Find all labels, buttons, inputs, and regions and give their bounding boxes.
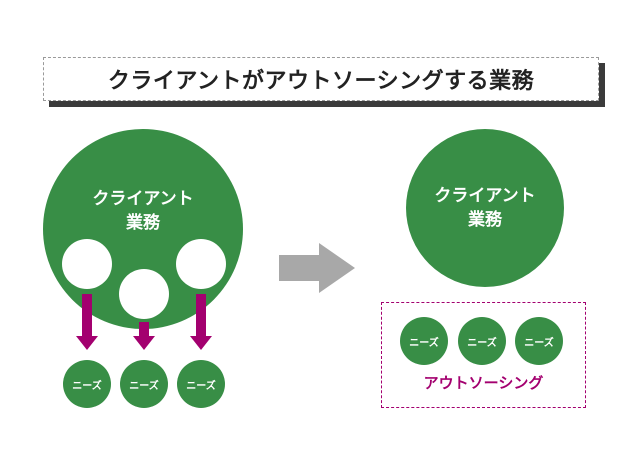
client-label-line2-right: 業務 bbox=[467, 210, 502, 230]
diagram-title: クライアントがアウトソーシングする業務 bbox=[43, 57, 599, 101]
need-circle-left-3: ニーズ bbox=[177, 360, 225, 408]
arrow-shaft-2 bbox=[139, 322, 149, 338]
client-business-label-right: クライアント 業務 bbox=[434, 184, 535, 232]
client-label-line1-left: クライアント bbox=[92, 189, 194, 209]
client-business-circle-right: クライアント 業務 bbox=[406, 129, 564, 287]
down-arrow-3-icon bbox=[190, 336, 212, 350]
client-business-label-left: クライアント 業務 bbox=[43, 187, 243, 235]
need-label: ニーズ bbox=[72, 380, 102, 392]
need-label: ニーズ bbox=[186, 380, 216, 392]
outsourcing-label: アウトソーシング bbox=[423, 374, 544, 392]
need-label: ニーズ bbox=[467, 337, 497, 349]
outsourcing-box bbox=[381, 302, 586, 408]
client-label-line1-right: クライアント bbox=[434, 186, 536, 206]
arrow-shaft-1 bbox=[82, 294, 92, 338]
right-arrow-icon bbox=[279, 243, 355, 293]
need-label: ニーズ bbox=[524, 337, 554, 349]
arrow-shaft-3 bbox=[196, 294, 206, 338]
down-arrow-2-icon bbox=[133, 336, 155, 350]
need-hole-1 bbox=[62, 239, 112, 289]
need-hole-3 bbox=[176, 239, 226, 289]
need-label: ニーズ bbox=[409, 337, 439, 349]
need-circle-left-1: ニーズ bbox=[63, 360, 111, 408]
need-circle-right-2: ニーズ bbox=[458, 317, 506, 365]
need-hole-2 bbox=[119, 269, 169, 319]
client-business-circle-left: クライアント 業務 bbox=[43, 129, 243, 329]
down-arrow-1-icon bbox=[76, 336, 98, 350]
need-circle-left-2: ニーズ bbox=[120, 360, 168, 408]
need-label: ニーズ bbox=[129, 380, 159, 392]
diagram-title-text: クライアントがアウトソーシングする業務 bbox=[107, 69, 535, 94]
need-circle-right-1: ニーズ bbox=[400, 317, 448, 365]
client-label-line2-left: 業務 bbox=[126, 213, 160, 233]
need-circle-right-3: ニーズ bbox=[515, 317, 563, 365]
